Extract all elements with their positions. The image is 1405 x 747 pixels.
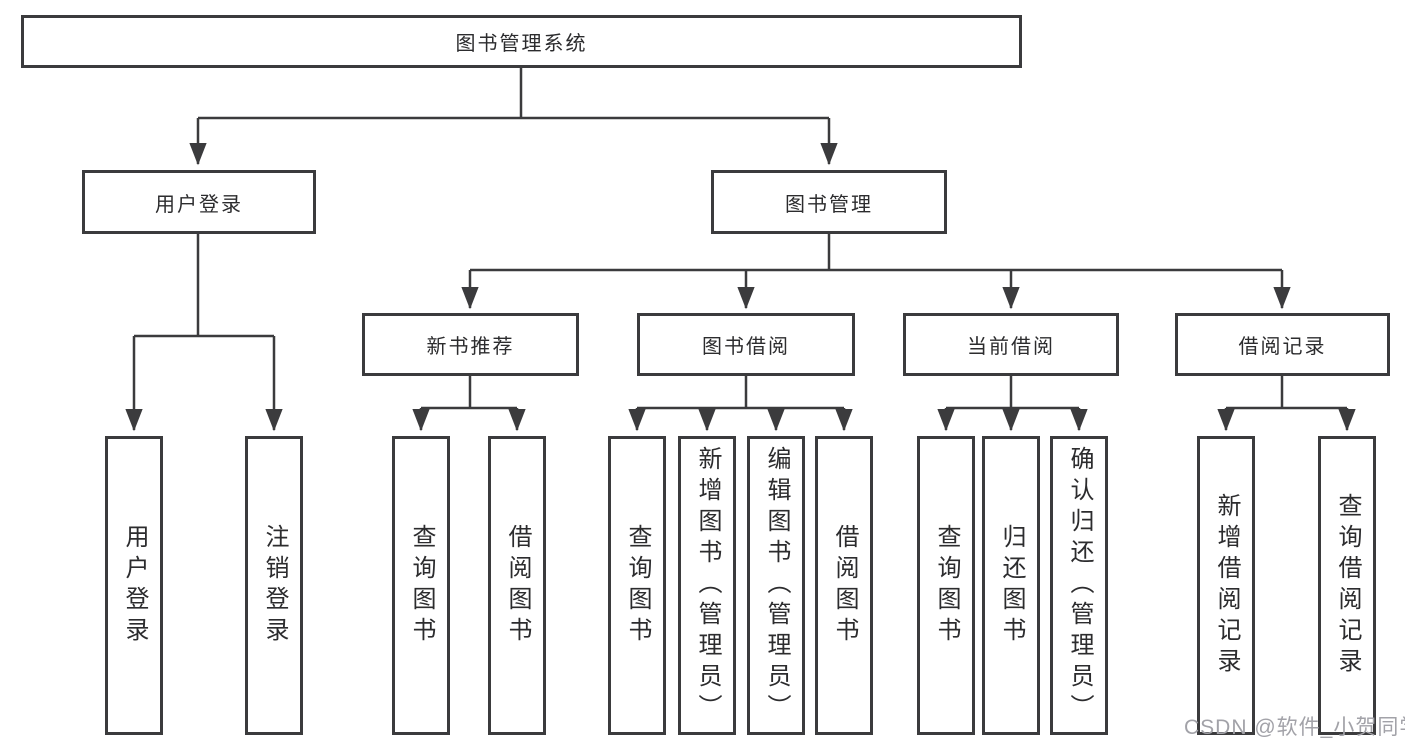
node-borrow-records: 借阅记录 — [1175, 313, 1390, 376]
leaf-add-book-admin: 新增图书（管理员） — [678, 436, 736, 735]
leaf-return-books: 归还图书 — [982, 436, 1040, 735]
leaf-edit-book-admin: 编辑图书（管理员） — [747, 436, 805, 735]
leaf-query-borrow-record-label: 查询借阅记录 — [1334, 492, 1361, 679]
node-book-management-label: 图书管理 — [785, 193, 873, 216]
leaf-borrow-books-recommend: 借阅图书 — [488, 436, 546, 735]
node-current-borrow: 当前借阅 — [903, 313, 1119, 376]
leaf-query-books-current: 查询图书 — [917, 436, 975, 735]
node-book-borrow: 图书借阅 — [637, 313, 855, 376]
leaf-logout: 注销登录 — [245, 436, 303, 735]
leaf-logout-label: 注销登录 — [261, 523, 288, 648]
leaf-confirm-return-admin-label: 确认归还（管理员） — [1066, 446, 1093, 725]
node-library-system-label: 图书管理系统 — [455, 33, 588, 55]
leaf-query-books-borrow: 查询图书 — [608, 436, 666, 735]
leaf-confirm-return-admin: 确认归还（管理员） — [1050, 436, 1108, 735]
leaf-add-borrow-record: 新增借阅记录 — [1197, 436, 1255, 735]
node-library-system: 图书管理系统 — [21, 15, 1022, 68]
leaf-user-login: 用户登录 — [105, 436, 163, 735]
node-user-login-label: 用户登录 — [155, 193, 243, 216]
leaf-user-login-label: 用户登录 — [121, 523, 148, 648]
leaf-edit-book-admin-label: 编辑图书（管理员） — [763, 446, 790, 725]
leaf-add-book-admin-label: 新增图书（管理员） — [694, 446, 721, 725]
node-new-book-recommend: 新书推荐 — [362, 313, 579, 376]
leaf-borrow-books-recommend-label: 借阅图书 — [504, 523, 531, 648]
leaf-query-books-recommend: 查询图书 — [392, 436, 450, 735]
leaf-return-books-label: 归还图书 — [998, 523, 1025, 648]
node-user-login: 用户登录 — [82, 170, 316, 234]
leaf-query-books-recommend-label: 查询图书 — [408, 523, 435, 648]
node-borrow-records-label: 借阅记录 — [1238, 336, 1327, 358]
leaf-query-books-borrow-label: 查询图书 — [624, 523, 651, 648]
node-current-borrow-label: 当前借阅 — [967, 336, 1055, 358]
leaf-add-borrow-record-label: 新增借阅记录 — [1213, 492, 1240, 679]
leaf-query-borrow-record: 查询借阅记录 — [1318, 436, 1376, 735]
leaf-borrow-books: 借阅图书 — [815, 436, 873, 735]
watermark: CSDN @软件_小贺同学 — [1184, 716, 1405, 739]
leaf-query-books-current-label: 查询图书 — [933, 523, 960, 648]
node-book-borrow-label: 图书借阅 — [702, 336, 790, 358]
node-book-management: 图书管理 — [711, 170, 947, 234]
leaf-borrow-books-label: 借阅图书 — [831, 523, 858, 648]
node-new-book-recommend-label: 新书推荐 — [426, 336, 515, 358]
